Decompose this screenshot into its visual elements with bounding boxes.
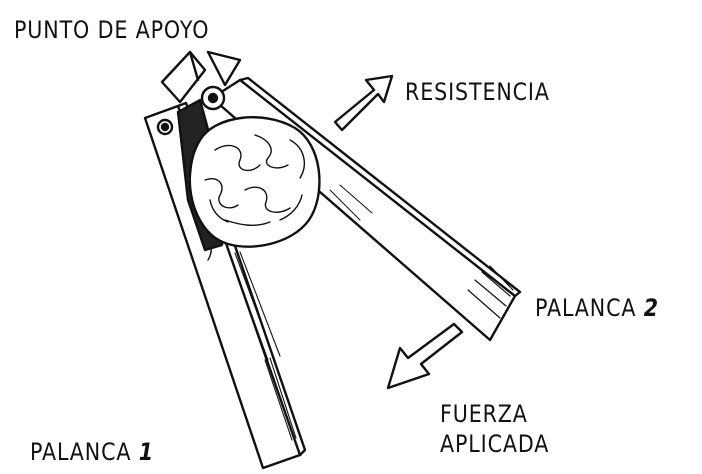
- arrow-down-left-icon: [386, 322, 464, 390]
- arrow-up-right-icon: [333, 74, 394, 132]
- lever-1-number: 1: [138, 438, 154, 466]
- walnut-icon: [188, 116, 321, 248]
- resistance-label: RESISTENCIA: [405, 78, 550, 106]
- hinge: [160, 50, 242, 111]
- lever-2-text: PALANCA: [535, 294, 637, 322]
- fulcrum-label: PUNTO DE APOYO: [14, 16, 210, 44]
- lever-1: [143, 101, 307, 470]
- lever-2-label: PALANCA 2: [535, 296, 659, 320]
- lever-1-text: PALANCA: [30, 438, 132, 466]
- lever-2-number: 2: [643, 294, 659, 322]
- force-label-line-2: APLICADA: [440, 430, 550, 458]
- force-label-line-1: FUERZA: [440, 400, 528, 428]
- lever-1-label: PALANCA 1: [30, 440, 154, 464]
